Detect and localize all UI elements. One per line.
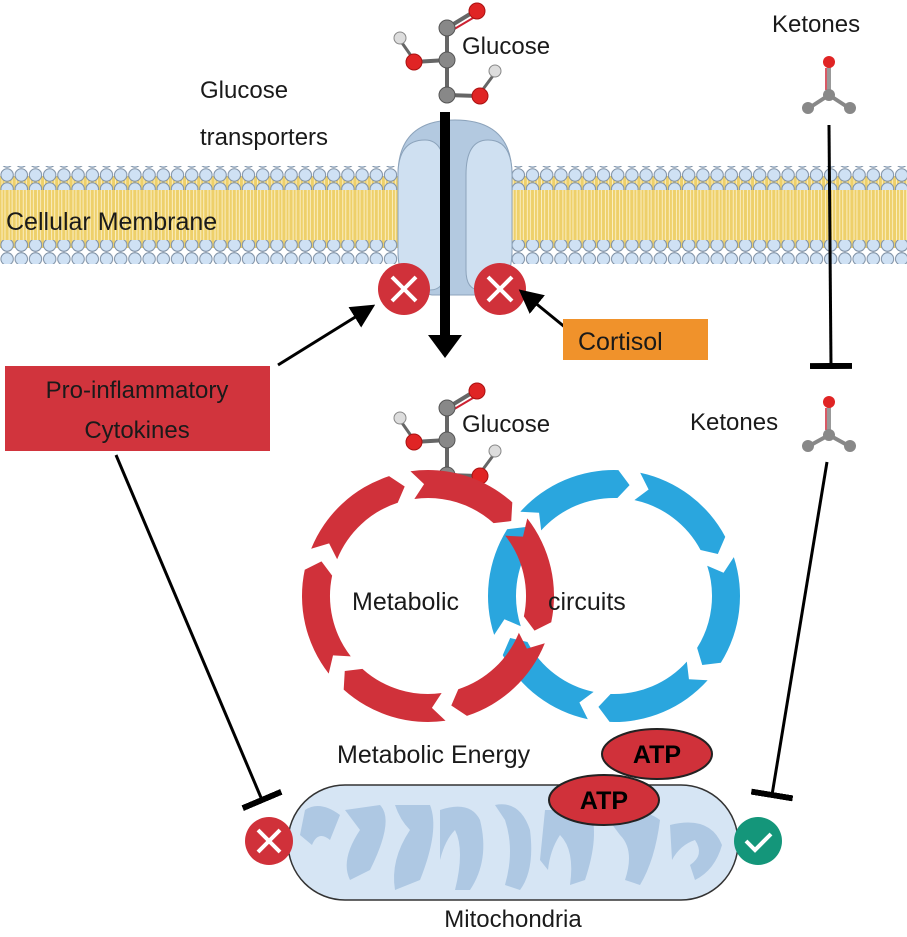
transporter-label-line2: transporters (200, 124, 328, 151)
circuit-blue-segment (598, 661, 708, 722)
ketones-inside-label: Ketones (690, 409, 778, 436)
energy-label: Metabolic Energy (337, 741, 531, 769)
glucose-outside-label: Glucose (462, 33, 550, 60)
circuit-red-segment (301, 561, 351, 674)
atp-label-2: ATP (580, 787, 628, 815)
glucose-inside-label: Glucose (462, 411, 550, 438)
ketones-outside-label: Ketones (772, 11, 860, 38)
cytokines-to-transporter-arrow (277, 304, 376, 367)
cortisol-box (563, 319, 708, 360)
atp-badge-2: ATP (548, 774, 660, 826)
membrane-label: Cellular Membrane (6, 208, 217, 236)
ketone-transport-arrow (809, 124, 853, 370)
circuit-blue-segment (634, 472, 726, 555)
cortisol-arrow (518, 289, 567, 330)
circuit-blue-segment (520, 469, 630, 531)
circuit-blue-segment (697, 557, 741, 665)
ketone-molecule-inside-icon (802, 396, 856, 452)
mitochondria-label: Mitochondria (444, 906, 582, 933)
ketones-to-mitochondria-arrow (750, 461, 829, 802)
glucose-transport-arrow (428, 112, 462, 358)
transporter-inhibit-right-icon (474, 263, 526, 315)
circuit-label-left: Metabolic (352, 588, 459, 616)
mitochondria-check-icon (734, 817, 782, 865)
circuit-red-segment (311, 476, 405, 560)
circuit-red-segment (451, 632, 545, 716)
mitochondria-inhibit-icon (245, 817, 293, 865)
atp-badge-1: ATP (601, 728, 713, 780)
circuit-red-segment (505, 518, 555, 631)
glucose-transporter (397, 119, 513, 296)
circuit-red-segment (410, 470, 513, 524)
atp-label-1: ATP (633, 741, 681, 769)
cytokines-label-line1: Pro-inflammatory (46, 377, 229, 404)
circuit-red-ring (301, 470, 555, 723)
transporter-label-line1: Glucose (200, 77, 288, 104)
circuit-label-right: circuits (548, 588, 626, 616)
mitochondrion (287, 784, 739, 901)
cytokines-box (5, 366, 270, 451)
glucose-molecule-icon (393, 2, 502, 105)
ketone-molecule-icon (802, 56, 856, 114)
circuit-red-segment (343, 668, 446, 723)
transporter-inhibit-left-icon (378, 263, 430, 315)
cytokines-label-line2: Cytokines (84, 417, 189, 444)
cytokines-to-mitochondria-arrow (114, 454, 283, 811)
cortisol-label: Cortisol (578, 328, 663, 356)
